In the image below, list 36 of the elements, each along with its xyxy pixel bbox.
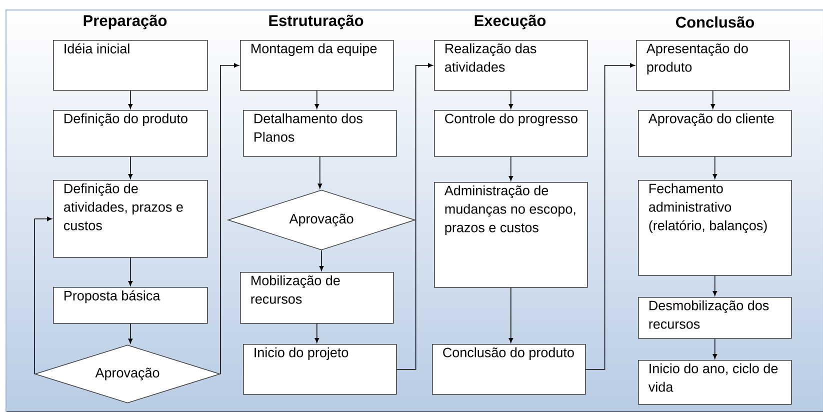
process-box: Inicio do ano, ciclo de vida — [638, 360, 792, 405]
arrow — [585, 63, 635, 370]
arrow — [508, 287, 514, 343]
arrow — [220, 63, 239, 374]
process-box: Definição de atividades, prazos e custos — [53, 180, 208, 258]
process-box: Fechamento administrativo (relatório, balanços) — [638, 180, 792, 276]
arrow — [128, 323, 133, 344]
arrow — [34, 216, 52, 374]
arrow — [128, 257, 133, 286]
arrow — [712, 156, 718, 179]
arrow — [128, 90, 133, 109]
process-box: Idéia inicial — [53, 40, 208, 91]
arrow — [314, 90, 320, 109]
process-box: Definição do produto — [53, 110, 208, 157]
process-box: Detalhamento dos Planos — [243, 110, 397, 157]
arrow — [319, 250, 324, 271]
process-box: Controle do progresso — [434, 110, 588, 157]
arrow — [314, 323, 320, 343]
arrow — [712, 275, 718, 296]
arrow — [128, 156, 133, 179]
arrow — [712, 338, 718, 359]
process-box: Apresentação do produto — [636, 40, 790, 91]
process-box: Realização das atividades — [434, 40, 588, 91]
arrow — [508, 90, 514, 109]
arrow — [710, 90, 716, 109]
process-box: Proposta básica — [53, 287, 208, 324]
arrow — [508, 156, 514, 181]
arrow — [396, 63, 433, 370]
arrow — [318, 156, 322, 188]
process-box: Desmobilização dos recursos — [638, 297, 792, 339]
process-box: Inicio do projeto — [243, 344, 397, 395]
process-box: Administração de mudanças no escopo, prazos e custos — [434, 182, 588, 288]
process-box: Aprovação do cliente — [638, 110, 792, 157]
process-box: Conclusão do produto — [432, 344, 586, 395]
process-box: Montagem da equipe — [240, 40, 394, 91]
process-box: Mobilização de recursos — [240, 272, 394, 324]
